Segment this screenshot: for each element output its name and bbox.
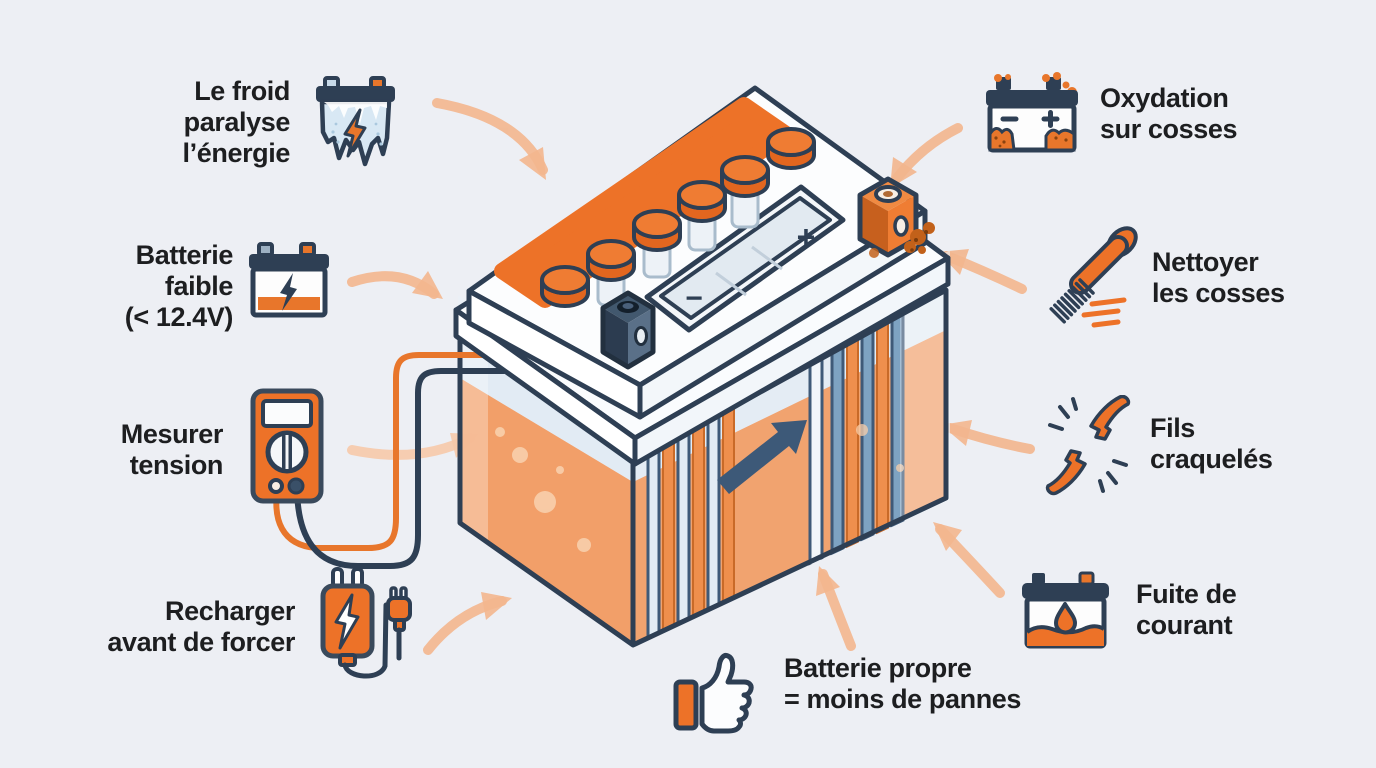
callout-mesurer-tension-text: Mesurer tension: [120, 419, 224, 480]
callout-batterie-faible-text: Batterie faible (< 12.4V): [124, 240, 234, 332]
cap-2: [586, 239, 636, 282]
multimeter-icon: [250, 388, 324, 504]
cap-6: [766, 127, 816, 170]
cap-1: [540, 265, 590, 308]
wire-orange: [273, 352, 509, 551]
callout-fils-text: Fils craquelés: [1150, 413, 1273, 474]
positive-terminal-block: [857, 176, 935, 258]
charger-icon: [320, 567, 412, 679]
callout-oxydation-text: Oxydation sur cosses: [1100, 83, 1238, 144]
bubbles: [495, 424, 904, 552]
frozen-battery-icon: [316, 76, 395, 167]
cap-3: [632, 209, 682, 252]
callout-batterie-propre-text: Batterie propre = moins de pannes: [784, 653, 1022, 714]
weak-battery-icon: [249, 242, 329, 318]
cap-5: [720, 155, 770, 198]
bristles: [1049, 278, 1095, 324]
wire-navy: [294, 368, 507, 569]
cell-divider: [808, 339, 824, 572]
thumbs-up-icon: [673, 653, 754, 734]
filler-caps: [540, 127, 816, 308]
callout-recharger-text: Recharger avant de forcer: [107, 596, 295, 657]
callout-fuite-text: Fuite de courant: [1136, 579, 1237, 640]
cap-4: [677, 180, 727, 223]
callout-nettoyer-text: Nettoyer les cosses: [1152, 247, 1285, 308]
spark-lines: [1048, 397, 1128, 493]
wire-brush-icon: [1049, 226, 1138, 328]
corroded-battery-icon: [986, 72, 1078, 153]
minus-terminal-symbol: −: [685, 282, 703, 315]
motion-lines: [1081, 297, 1127, 328]
negative-terminal-block: [600, 290, 656, 370]
leaking-battery-icon: [1022, 571, 1109, 649]
terminal-corrosion: [869, 222, 935, 258]
callout-le-froid-text: Le froid paralyse l’énergie: [182, 76, 291, 168]
plus-terminal-symbol: +: [797, 219, 816, 255]
broken-wire-icon: [1045, 395, 1131, 496]
current-flow-arrow: [717, 420, 807, 494]
